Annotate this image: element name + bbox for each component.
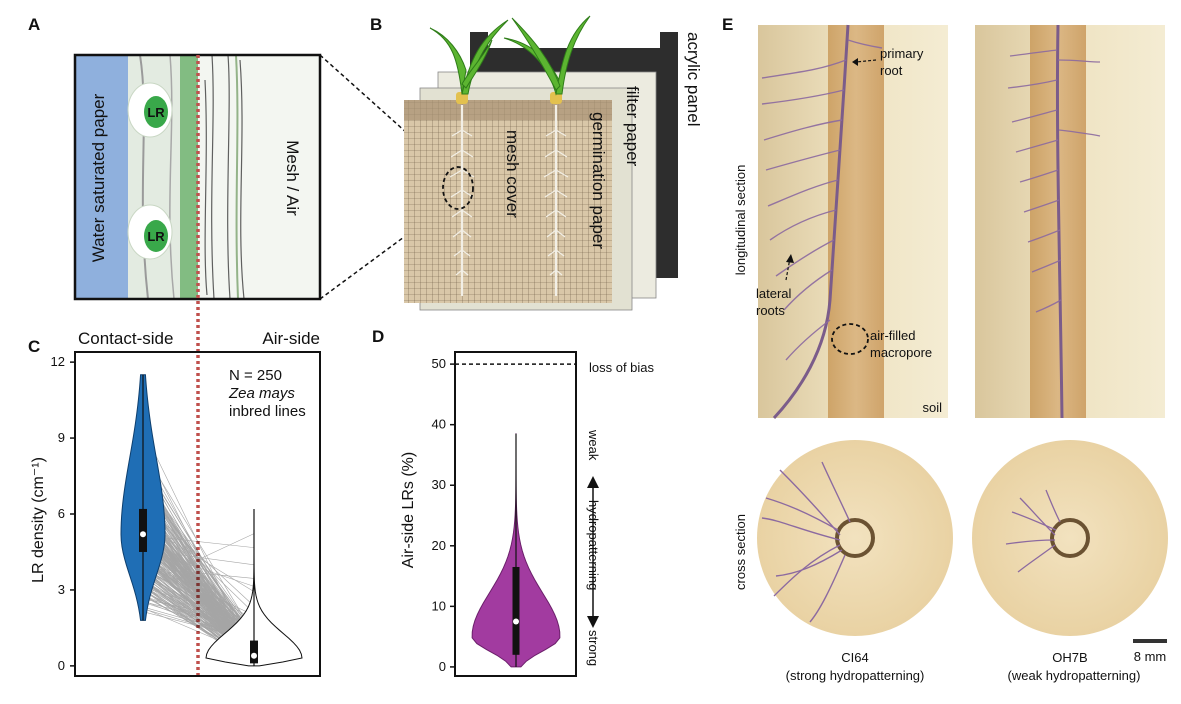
panel-label-b: B	[370, 15, 382, 34]
paired-line	[142, 587, 255, 622]
cross-section-ci64	[757, 440, 953, 636]
median-d	[513, 618, 519, 625]
chart-d: 0 10 20 30 40 50	[432, 351, 577, 677]
germination-paper-label: germination paper	[589, 112, 608, 249]
zoom-line-bottom	[319, 205, 447, 300]
paired-line	[142, 566, 255, 634]
chart-c-ytick-label: 12	[51, 354, 65, 369]
chart-d-ylabel: Air-side LRs (%)	[400, 452, 417, 568]
paired-line	[142, 556, 255, 637]
genotype-oh7b-label: OH7B	[1052, 650, 1087, 665]
paired-line	[142, 555, 255, 633]
median-contact	[140, 531, 146, 538]
chart-d-frame	[454, 351, 577, 677]
genotype-ci64-label: CI64	[841, 650, 868, 665]
paired-line	[142, 598, 255, 623]
lr-label-top: LR	[147, 105, 165, 120]
air-side-label: Air-side	[262, 329, 320, 348]
chart-d-ytick-label: 30	[432, 477, 446, 492]
chart-c-ytick-label: 0	[58, 658, 65, 673]
weak-label: weak	[586, 429, 601, 461]
cross-section-label: cross section	[733, 514, 748, 590]
genotype-oh7b-desc: (weak hydropatterning)	[1008, 668, 1141, 683]
strong-label: strong	[586, 630, 601, 666]
longitudinal-image-oh7b	[975, 24, 1165, 419]
chart-d-ytick-label: 20	[432, 538, 446, 553]
panel-label-d: D	[372, 327, 384, 346]
chart-d-ytick-label: 50	[432, 356, 446, 371]
genotype-ci64-desc: (strong hydropatterning)	[786, 668, 925, 683]
chart-d-ytick-label: 40	[432, 417, 446, 432]
chart-c-ylabel: LR density (cm⁻¹)	[30, 457, 47, 583]
panel-a-image: LR LR Water saturated paper Mesh / Air	[73, 53, 322, 301]
cross-section-oh7b	[972, 440, 1168, 636]
loss-of-bias-label: loss of bias	[589, 360, 655, 375]
chart-d-ytick-label: 10	[432, 598, 446, 613]
water-saturated-paper-label: Water saturated paper	[89, 93, 108, 262]
hydropatterning-arrow	[587, 476, 599, 628]
median-air	[251, 652, 257, 659]
paired-line	[142, 553, 255, 632]
mesh-cover-label: mesh cover	[503, 130, 522, 218]
box-contact	[139, 508, 147, 552]
paired-line	[142, 547, 255, 635]
box-air	[250, 640, 258, 664]
chart-c-ytick-label: 6	[58, 506, 65, 521]
paired-line	[142, 550, 255, 621]
longitudinal-section-label: longitudinal section	[733, 165, 748, 276]
paired-line	[142, 562, 255, 616]
chart-c: 0 3 6 9 12	[51, 351, 321, 677]
soil-label: soil	[922, 400, 942, 415]
box-d	[512, 566, 520, 655]
chart-d-ytick-label: 0	[439, 659, 446, 674]
contact-side-label: Contact-side	[78, 329, 173, 348]
paired-line	[142, 552, 255, 634]
chart-c-ytick-label: 9	[58, 430, 65, 445]
paired-line	[142, 567, 255, 579]
mesh-air-label: Mesh / Air	[283, 140, 302, 216]
panel-b-illustration: mesh cover germination paper filter pape…	[404, 15, 703, 311]
chart-c-ytick-label: 3	[58, 582, 65, 597]
paired-line	[142, 533, 255, 586]
scale-bar-label: 8 mm	[1134, 649, 1167, 664]
paired-line	[142, 560, 255, 635]
panel-label-e: E	[722, 15, 733, 34]
inbred-lines-label: inbred lines	[229, 403, 306, 420]
species-label: Zea mays	[228, 385, 295, 402]
panel-label-a: A	[28, 15, 40, 34]
paired-line	[142, 450, 255, 634]
paired-line	[142, 559, 255, 634]
paired-line	[142, 429, 255, 658]
panel-label-c: C	[28, 337, 40, 356]
longitudinal-image-ci64	[758, 24, 948, 420]
acrylic-panel-label: acrylic panel	[684, 32, 703, 127]
filter-paper-label: filter paper	[623, 86, 642, 167]
lr-label-bottom: LR	[147, 229, 165, 244]
n-label: N = 250	[229, 367, 282, 384]
